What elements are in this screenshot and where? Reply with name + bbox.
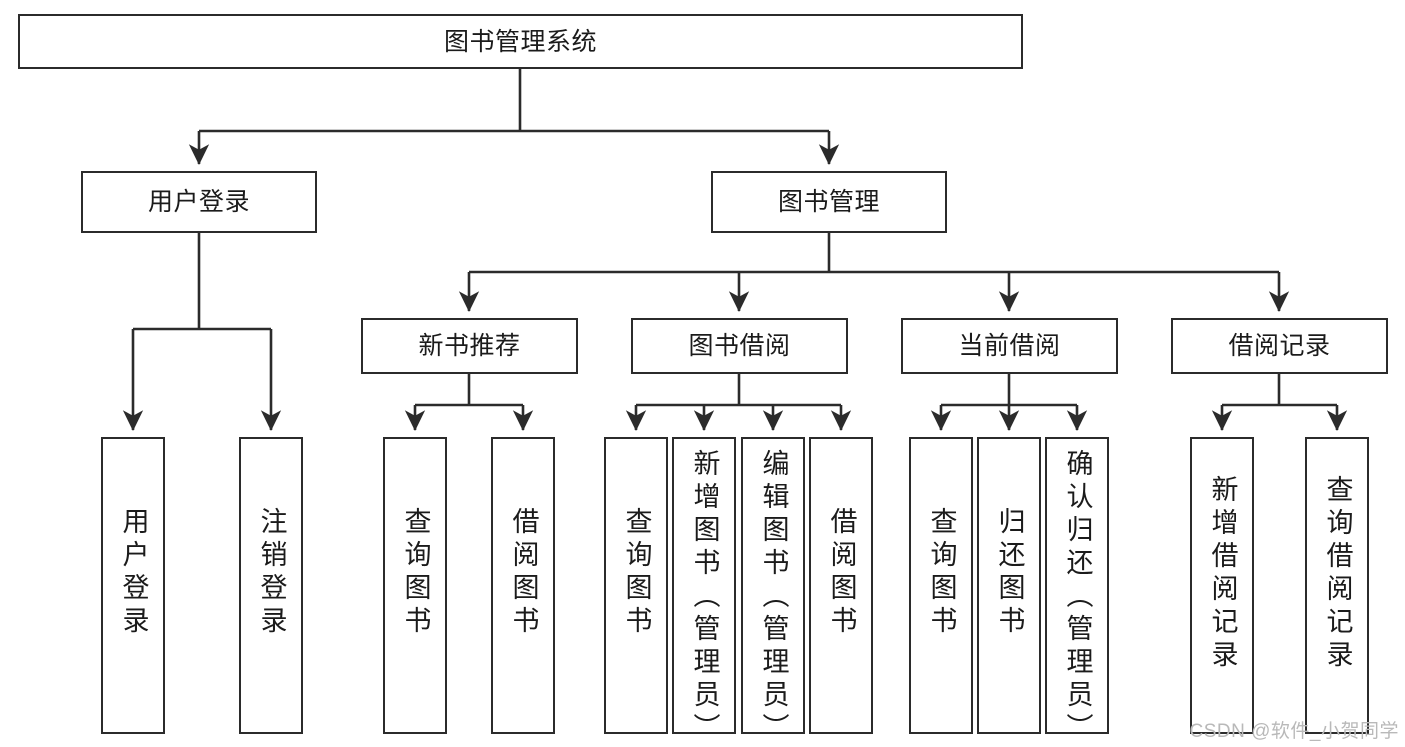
node-user-login[interactable]: 用户登录: [81, 171, 317, 233]
node-label: 当前借阅: [958, 332, 1061, 360]
node-label: 确认归还（管理员）: [1062, 449, 1093, 746]
node-root-book-management-system[interactable]: 图书管理系统: [18, 14, 1023, 69]
node-current-borrow[interactable]: 当前借阅: [901, 318, 1118, 374]
leaf-add-borrow-record[interactable]: 新增借阅记录: [1190, 437, 1254, 734]
leaf-edit-book-admin[interactable]: 编辑图书（管理员）: [741, 437, 805, 746]
leaf-user-login[interactable]: 用户登录: [101, 437, 165, 734]
node-borrow-record[interactable]: 借阅记录: [1171, 318, 1388, 374]
node-label: 新书推荐: [418, 332, 521, 360]
node-label: 用户登录: [147, 188, 250, 216]
leaf-confirm-return-admin[interactable]: 确认归还（管理员）: [1045, 437, 1109, 746]
leaf-return-book[interactable]: 归还图书: [977, 437, 1041, 734]
node-label: 查询图书: [621, 507, 652, 639]
node-label: 新增借阅记录: [1207, 475, 1238, 673]
leaf-query-book-recommend[interactable]: 查询图书: [383, 437, 447, 734]
leaf-logout[interactable]: 注销登录: [239, 437, 303, 734]
node-book-management[interactable]: 图书管理: [711, 171, 947, 233]
node-label: 借阅图书: [508, 507, 539, 639]
node-label: 图书借阅: [688, 332, 791, 360]
node-label: 图书管理系统: [443, 27, 597, 56]
leaf-query-book-current[interactable]: 查询图书: [909, 437, 973, 734]
node-label: 查询图书: [400, 507, 431, 639]
node-label: 图书管理: [777, 188, 880, 216]
node-book-borrow[interactable]: 图书借阅: [631, 318, 848, 374]
node-new-book-recommend[interactable]: 新书推荐: [361, 318, 578, 374]
node-label: 归还图书: [994, 507, 1025, 639]
node-label: 编辑图书（管理员）: [758, 449, 789, 746]
node-label: 借阅记录: [1228, 332, 1331, 360]
node-label: 查询借阅记录: [1322, 475, 1353, 673]
node-label: 注销登录: [256, 507, 287, 639]
node-label: 新增图书（管理员）: [689, 449, 720, 746]
leaf-borrow-book-recommend[interactable]: 借阅图书: [491, 437, 555, 734]
leaf-query-book-borrow[interactable]: 查询图书: [604, 437, 668, 734]
node-label: 用户登录: [118, 507, 149, 639]
node-label: 查询图书: [926, 507, 957, 639]
leaf-query-borrow-record[interactable]: 查询借阅记录: [1305, 437, 1369, 734]
leaf-borrow-book[interactable]: 借阅图书: [809, 437, 873, 734]
node-label: 借阅图书: [826, 507, 857, 639]
csdn-watermark: CSDN @软件_小贺同学: [1189, 721, 1399, 742]
leaf-add-book-admin[interactable]: 新增图书（管理员）: [672, 437, 736, 746]
